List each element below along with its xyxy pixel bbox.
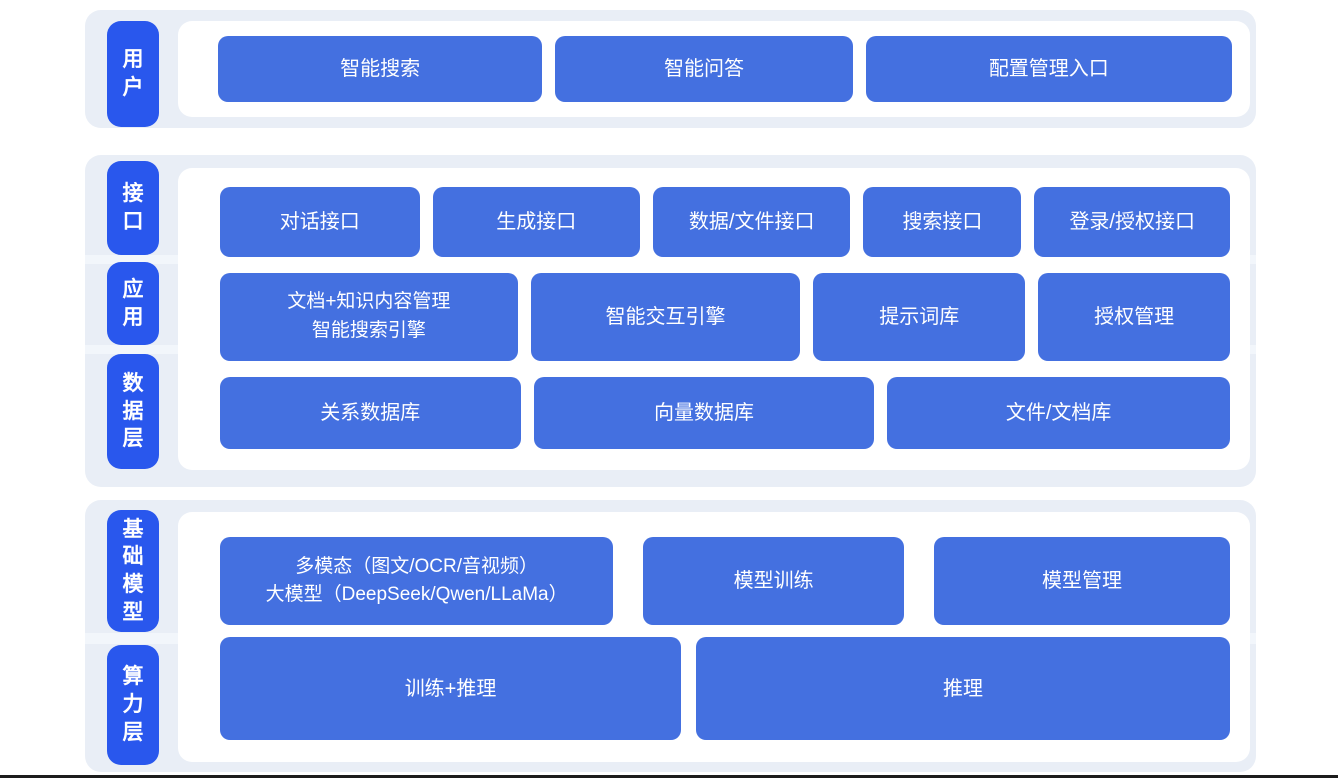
smart-qa-label: 智能问答 bbox=[663, 58, 744, 80]
interactive-engine-label: 智能交互引擎 bbox=[605, 305, 726, 328]
vector-db-label: 向量数据库 bbox=[653, 401, 754, 424]
vector-db-block: 向量数据库 bbox=[533, 376, 875, 449]
user-layer-panel: 用户 智能搜索 智能问答 配置管理入口 bbox=[85, 10, 1256, 128]
login-auth-api-block: 登录/授权接口 bbox=[1034, 186, 1230, 257]
middle-layers-card: 对话接口 生成接口 数据/文件接口 搜索接口 登录/授权接口 文档+知识内容管理 bbox=[178, 168, 1250, 470]
prompt-library-label: 提示词库 bbox=[879, 305, 960, 328]
search-api-block: 搜索接口 bbox=[863, 186, 1022, 257]
generation-api-label: 生成接口 bbox=[496, 210, 577, 233]
api-layer-row: 对话接口 生成接口 数据/文件接口 搜索接口 登录/授权接口 bbox=[220, 186, 1230, 257]
foundation-layers-rows: 多模态（图文/OCR/音视频） 大模型（DeepSeek/Qwen/LLaMa）… bbox=[178, 512, 1250, 762]
dialog-api-label: 对话接口 bbox=[279, 210, 360, 233]
prompt-library-block: 提示词库 bbox=[813, 272, 1026, 361]
compute-layer-row: 训练+推理 推理 bbox=[220, 637, 1230, 740]
smart-search-block: 智能搜索 bbox=[218, 36, 543, 102]
layer-label-application: 应用 bbox=[107, 262, 159, 345]
multimodal-llm-line1: 多模态（图文/OCR/音视频） bbox=[295, 555, 538, 577]
doc-knowledge-line2: 智能搜索引擎 bbox=[311, 319, 426, 341]
model-training-label: 模型训练 bbox=[733, 570, 814, 592]
user-layer-card: 智能搜索 智能问答 配置管理入口 bbox=[178, 21, 1250, 117]
layer-label-data: 数据层 bbox=[107, 354, 159, 469]
layer-label-api-text: 接口 bbox=[122, 182, 144, 233]
smart-search-label: 智能搜索 bbox=[340, 58, 421, 80]
layer-label-application-text: 应用 bbox=[122, 277, 144, 329]
foundation-layers-card: 多模态（图文/OCR/音视频） 大模型（DeepSeek/Qwen/LLaMa）… bbox=[178, 512, 1250, 762]
model-management-block: 模型管理 bbox=[934, 537, 1230, 625]
layer-label-user-text: 用户 bbox=[122, 48, 144, 99]
layer-label-foundation-model: 基础模型 bbox=[107, 510, 159, 632]
training-inference-label: 训练+推理 bbox=[404, 677, 497, 700]
relational-db-block: 关系数据库 bbox=[220, 376, 521, 449]
generation-api-block: 生成接口 bbox=[432, 186, 640, 257]
application-layer-row: 文档+知识内容管理 智能搜索引擎 智能交互引擎 提示词库 授权管理 bbox=[220, 272, 1231, 361]
data-file-api-label: 数据/文件接口 bbox=[688, 210, 815, 233]
foundation-layers-panel: 基础模型 算力层 多模态（图文/OCR/音视频） 大模型（DeepSeek/Qw… bbox=[85, 500, 1256, 772]
bottom-divider-line bbox=[0, 775, 1338, 778]
inference-label: 推理 bbox=[943, 677, 984, 700]
foundation-model-row: 多模态（图文/OCR/音视频） 大模型（DeepSeek/Qwen/LLaMa）… bbox=[220, 537, 1230, 625]
auth-management-block: 授权管理 bbox=[1038, 272, 1231, 361]
data-file-api-block: 数据/文件接口 bbox=[652, 186, 851, 257]
config-management-entry-label: 配置管理入口 bbox=[988, 58, 1109, 80]
smart-qa-block: 智能问答 bbox=[555, 36, 853, 102]
middle-layers-rows: 对话接口 生成接口 数据/文件接口 搜索接口 登录/授权接口 文档+知识内容管理 bbox=[178, 168, 1250, 470]
layer-label-compute: 算力层 bbox=[107, 645, 159, 765]
dialog-api-block: 对话接口 bbox=[220, 186, 420, 257]
model-management-label: 模型管理 bbox=[1042, 570, 1123, 592]
model-training-block: 模型训练 bbox=[643, 537, 905, 625]
layer-label-api: 接口 bbox=[107, 161, 159, 255]
inference-block: 推理 bbox=[696, 637, 1230, 740]
layer-label-compute-text: 算力层 bbox=[122, 665, 144, 744]
data-layer-row: 关系数据库 向量数据库 文件/文档库 bbox=[220, 376, 1230, 449]
multimodal-llm-line2: 大模型（DeepSeek/Qwen/LLaMa） bbox=[265, 584, 568, 605]
middle-layers-panel: 接口 应用 数据层 对话接口 生成接口 数据/文件接口 搜索接口 bbox=[85, 155, 1256, 487]
search-api-label: 搜索接口 bbox=[902, 210, 983, 233]
user-layer-row: 智能搜索 智能问答 配置管理入口 bbox=[218, 36, 1232, 102]
config-management-entry-block: 配置管理入口 bbox=[865, 36, 1232, 102]
layer-label-user: 用户 bbox=[107, 21, 159, 127]
multimodal-llm-block: 多模态（图文/OCR/音视频） 大模型（DeepSeek/Qwen/LLaMa） bbox=[220, 537, 614, 625]
interactive-engine-block: 智能交互引擎 bbox=[530, 272, 801, 361]
training-inference-block: 训练+推理 bbox=[220, 637, 682, 740]
auth-management-label: 授权管理 bbox=[1094, 305, 1175, 328]
login-auth-api-label: 登录/授权接口 bbox=[1069, 210, 1195, 233]
doc-knowledge-search-engine-block: 文档+知识内容管理 智能搜索引擎 bbox=[220, 272, 518, 361]
relational-db-label: 关系数据库 bbox=[320, 401, 421, 424]
layer-label-data-text: 数据层 bbox=[122, 371, 144, 451]
layer-label-foundation-model-text: 基础模型 bbox=[122, 517, 144, 624]
user-layer-rows: 智能搜索 智能问答 配置管理入口 bbox=[178, 21, 1250, 117]
doc-knowledge-line1: 文档+知识内容管理 bbox=[287, 291, 451, 312]
file-doc-store-block: 文件/文档库 bbox=[887, 376, 1230, 449]
file-doc-store-label: 文件/文档库 bbox=[1005, 401, 1112, 424]
